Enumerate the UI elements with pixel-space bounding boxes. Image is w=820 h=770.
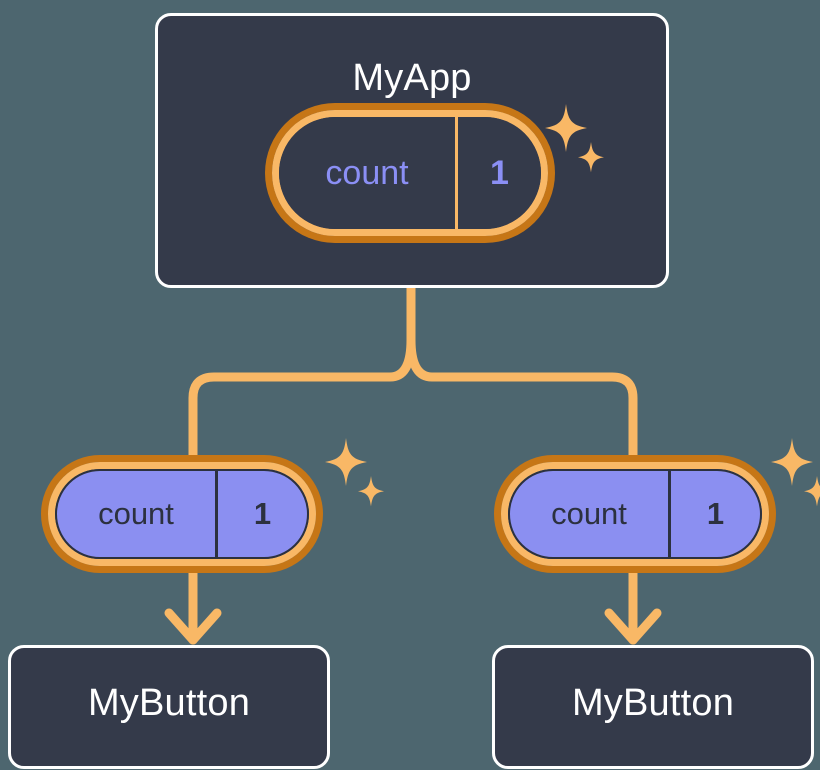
left-arrow-head-icon	[164, 608, 222, 645]
state-pill-body: count 1	[55, 469, 309, 559]
branch-to-left-pill	[188, 335, 416, 461]
state-key-label: count	[98, 496, 174, 531]
state-key-label: count	[551, 496, 627, 531]
right-arrow-head-icon	[604, 608, 662, 645]
sparkle-right-icon	[771, 438, 820, 507]
myapp-title: MyApp	[352, 57, 472, 99]
mybutton-component-left[interactable]: MyButton	[8, 645, 330, 769]
branch-to-right-pill	[406, 335, 638, 461]
state-pill-body: count 1	[508, 469, 762, 559]
mybutton-title: MyButton	[571, 682, 735, 724]
state-pill-left[interactable]: count 1	[48, 462, 316, 566]
state-key-label: count	[325, 153, 409, 192]
sparkle-left-icon	[325, 438, 384, 507]
state-value-label: 1	[215, 471, 307, 557]
mybutton-title: MyButton	[87, 682, 251, 724]
state-value-label: 1	[668, 471, 760, 557]
state-value-label: 1	[455, 117, 541, 229]
state-pill-right[interactable]: count 1	[501, 462, 769, 566]
mybutton-component-right[interactable]: MyButton	[492, 645, 814, 769]
state-pill-body: count 1	[279, 117, 541, 229]
state-pill-myapp[interactable]: count 1	[272, 110, 548, 236]
